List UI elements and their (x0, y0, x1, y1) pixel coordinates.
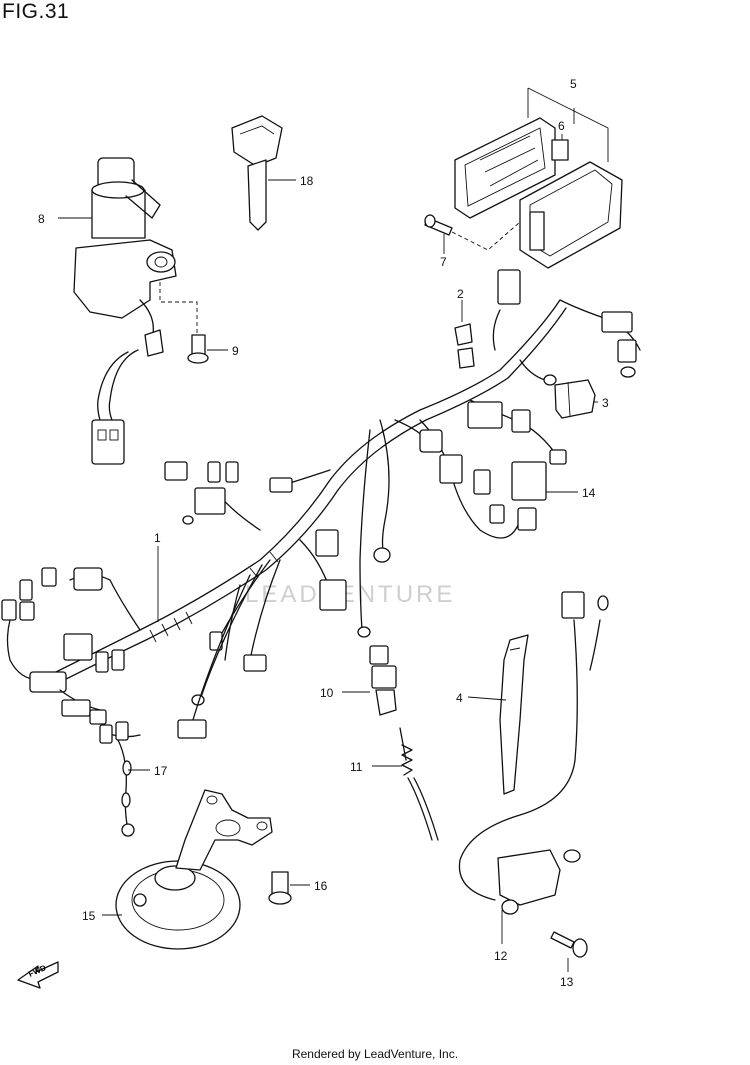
watermark: LEADVENTURE (245, 581, 455, 608)
footer-credit: Rendered by LeadVenture, Inc. (291, 1047, 459, 1061)
bolt-part-16[interactable] (268, 871, 292, 905)
ignition-switch-part[interactable] (73, 157, 177, 465)
fwd-arrow-icon: FWD (17, 961, 59, 989)
callout-6: 6 (558, 119, 565, 133)
callout-18: 18 (300, 174, 314, 188)
screw-part-13[interactable] (550, 931, 588, 958)
callout-4: 4 (456, 691, 463, 705)
figure-title: FIG.31 (2, 0, 70, 23)
callout-16: 16 (314, 879, 328, 893)
callout-17: 17 (154, 764, 168, 778)
clamp-part-2[interactable] (454, 323, 475, 369)
callout-13: 13 (560, 975, 574, 989)
bolt-part-7[interactable] (424, 214, 453, 236)
callout-7: 7 (440, 255, 447, 269)
strap-part-4[interactable] (499, 634, 529, 795)
callout-12: 12 (494, 949, 508, 963)
ecu-bracket-part[interactable] (454, 117, 556, 219)
callout-2: 2 (457, 287, 464, 301)
callout-8: 8 (38, 212, 45, 226)
callout-14: 14 (582, 486, 596, 500)
callout-1: 1 (154, 531, 161, 545)
callout-10: 10 (320, 686, 334, 700)
callout-5: 5 (570, 77, 577, 91)
wire-lead-part-17[interactable] (117, 739, 135, 837)
spring-part-11[interactable] (399, 727, 439, 841)
clip-part-6[interactable] (551, 139, 569, 161)
switch-part-10[interactable] (369, 645, 397, 716)
key-part[interactable] (231, 115, 283, 231)
wiring-harness-part[interactable] (1, 269, 641, 744)
screw-part-9[interactable] (187, 334, 209, 364)
sensor-part-12[interactable] (458, 591, 609, 915)
callout-3: 3 (602, 396, 609, 410)
horn-part-15[interactable] (115, 789, 273, 950)
callout-11: 11 (350, 760, 363, 774)
callout-9: 9 (232, 344, 239, 358)
cap-part-3[interactable] (554, 379, 596, 419)
ecu-unit-part[interactable] (519, 161, 623, 269)
callout-15: 15 (82, 909, 96, 923)
